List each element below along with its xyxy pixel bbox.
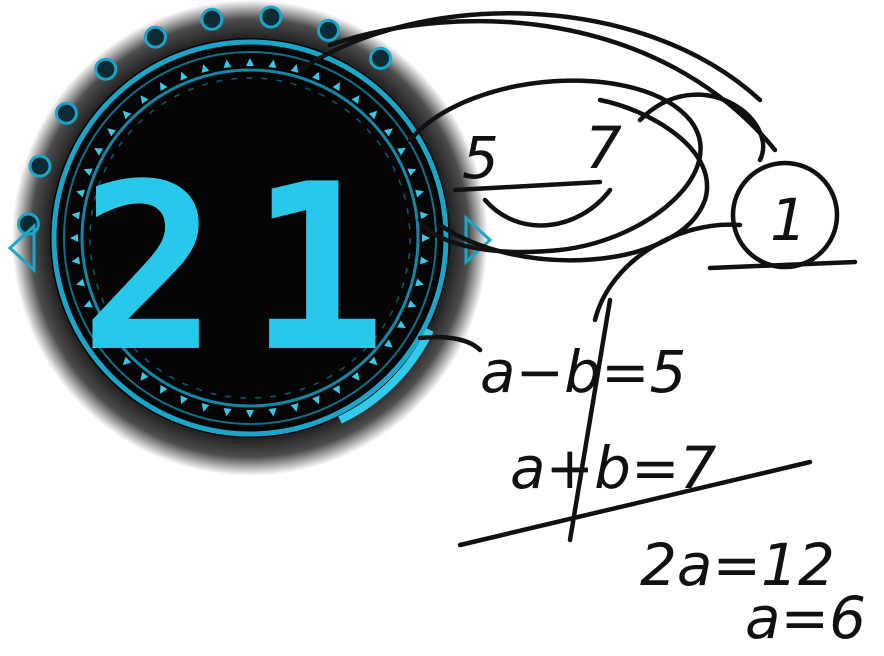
knob-dot — [261, 7, 281, 27]
equation-4: a=6 — [745, 584, 866, 652]
knob-dot — [30, 156, 50, 176]
note-seven: 7 — [585, 114, 622, 182]
knob-dot — [96, 59, 116, 79]
knob-dot — [145, 27, 165, 47]
smile-arc — [485, 190, 610, 225]
vertical-stroke — [570, 300, 610, 540]
connector-stroke — [595, 225, 740, 320]
knob-dot — [318, 20, 338, 40]
equation-1: a−b=5 — [480, 338, 686, 406]
knob-dot — [202, 9, 222, 29]
dial-device: 21 — [10, 0, 490, 476]
note-one: 1 — [770, 186, 807, 254]
knob-dot — [56, 103, 76, 123]
note-five: 5 — [462, 124, 499, 192]
knob-dot — [370, 48, 390, 68]
display-number: 21 — [80, 136, 417, 403]
circle-underline — [710, 262, 855, 268]
